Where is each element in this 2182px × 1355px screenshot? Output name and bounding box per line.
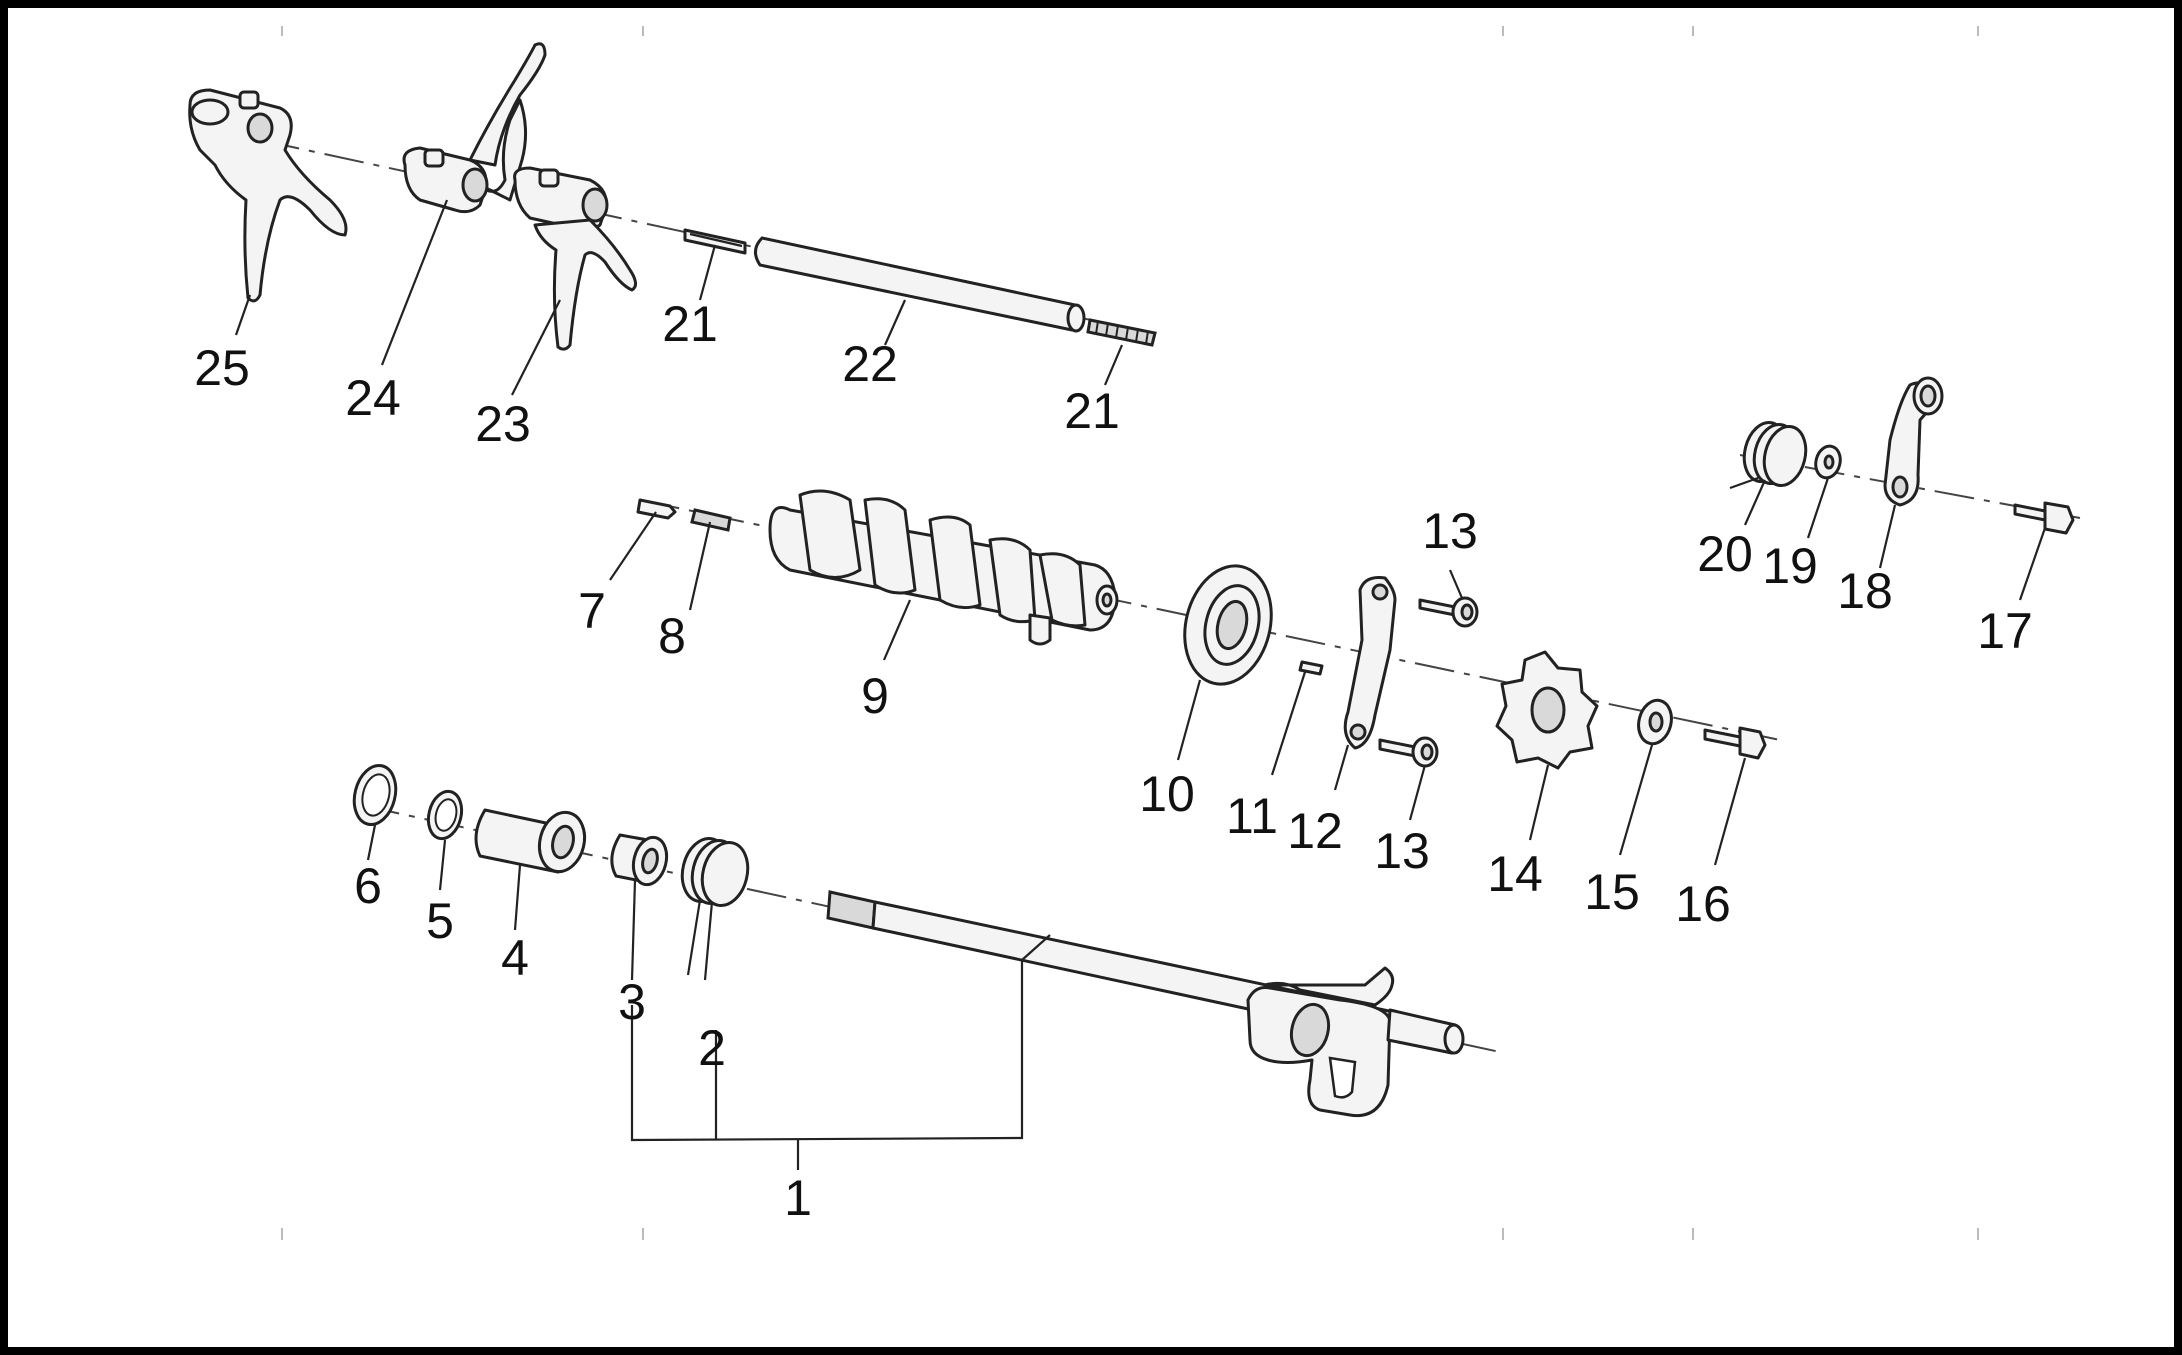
leader-lines (234, 199, 2047, 1170)
callout-11: 11 (1226, 788, 1278, 844)
pin-11 (1298, 660, 1324, 676)
callout-4: 4 (501, 930, 529, 986)
callout-15: 15 (1584, 864, 1640, 920)
shift-arm-18 (1883, 376, 1944, 507)
shift-fork-23 (513, 166, 637, 351)
bushing-4 (474, 808, 587, 874)
bolt-17 (2013, 501, 2075, 535)
callout-17: 17 (1977, 603, 2033, 659)
callout-8: 8 (658, 608, 686, 664)
washer-19 (1814, 444, 1842, 480)
callout-13-top: 13 (1422, 503, 1478, 559)
screw-13-bottom (1378, 736, 1439, 768)
return-spring-2 (680, 836, 750, 981)
callout-20: 20 (1697, 526, 1753, 582)
spring-pin-21-right (1086, 318, 1157, 347)
circlip-6 (352, 763, 398, 827)
callout-13-bottom: 13 (1374, 823, 1430, 879)
circlip-5 (426, 789, 464, 841)
detent-pin-7 (636, 498, 677, 520)
callout-14: 14 (1487, 846, 1543, 902)
callout-23: 23 (475, 396, 531, 452)
callout-21-right: 21 (1064, 383, 1120, 439)
registration-ticks (281, 26, 1979, 1240)
spring-pin-21-left (683, 228, 747, 255)
assembly-axes (259, 139, 2081, 1053)
retainer-plate-12 (1343, 576, 1397, 750)
diagram-sheet (8, 8, 2174, 1347)
callout-12: 12 (1287, 803, 1343, 859)
callout-18: 18 (1837, 563, 1893, 619)
bolt-16 (1703, 726, 1767, 760)
callout-22: 22 (842, 336, 898, 392)
callout-10: 10 (1139, 766, 1195, 822)
callout-2: 2 (698, 1020, 726, 1076)
callout-16: 16 (1675, 876, 1731, 932)
screw-13-top (1418, 596, 1479, 628)
callout-9: 9 (861, 668, 889, 724)
bearing-10 (1183, 564, 1273, 686)
shift-fork-25 (188, 88, 348, 303)
callout-21-left: 21 (662, 296, 718, 352)
callout-7: 7 (578, 583, 606, 639)
callout-3: 3 (618, 974, 646, 1030)
washer-15 (1637, 698, 1673, 746)
spring-20 (1729, 420, 1808, 490)
callout-5: 5 (426, 893, 454, 949)
callout-1: 1 (784, 1170, 812, 1226)
callout-labels: 1 2 3 4 5 6 7 8 9 10 11 12 13 13 14 15 1… (194, 296, 2033, 1226)
spring-8 (690, 508, 732, 532)
star-cam-14 (1495, 650, 1599, 770)
bushing-3 (610, 833, 669, 887)
callout-6: 6 (354, 858, 382, 914)
shift-shaft-1 (826, 890, 1465, 1118)
callout-24: 24 (345, 370, 401, 426)
shift-fork-24 (402, 42, 547, 214)
callout-19: 19 (1762, 538, 1818, 594)
shift-drum-9 (768, 489, 1119, 646)
fork-shaft-22 (754, 236, 1086, 333)
callout-25: 25 (194, 340, 250, 396)
